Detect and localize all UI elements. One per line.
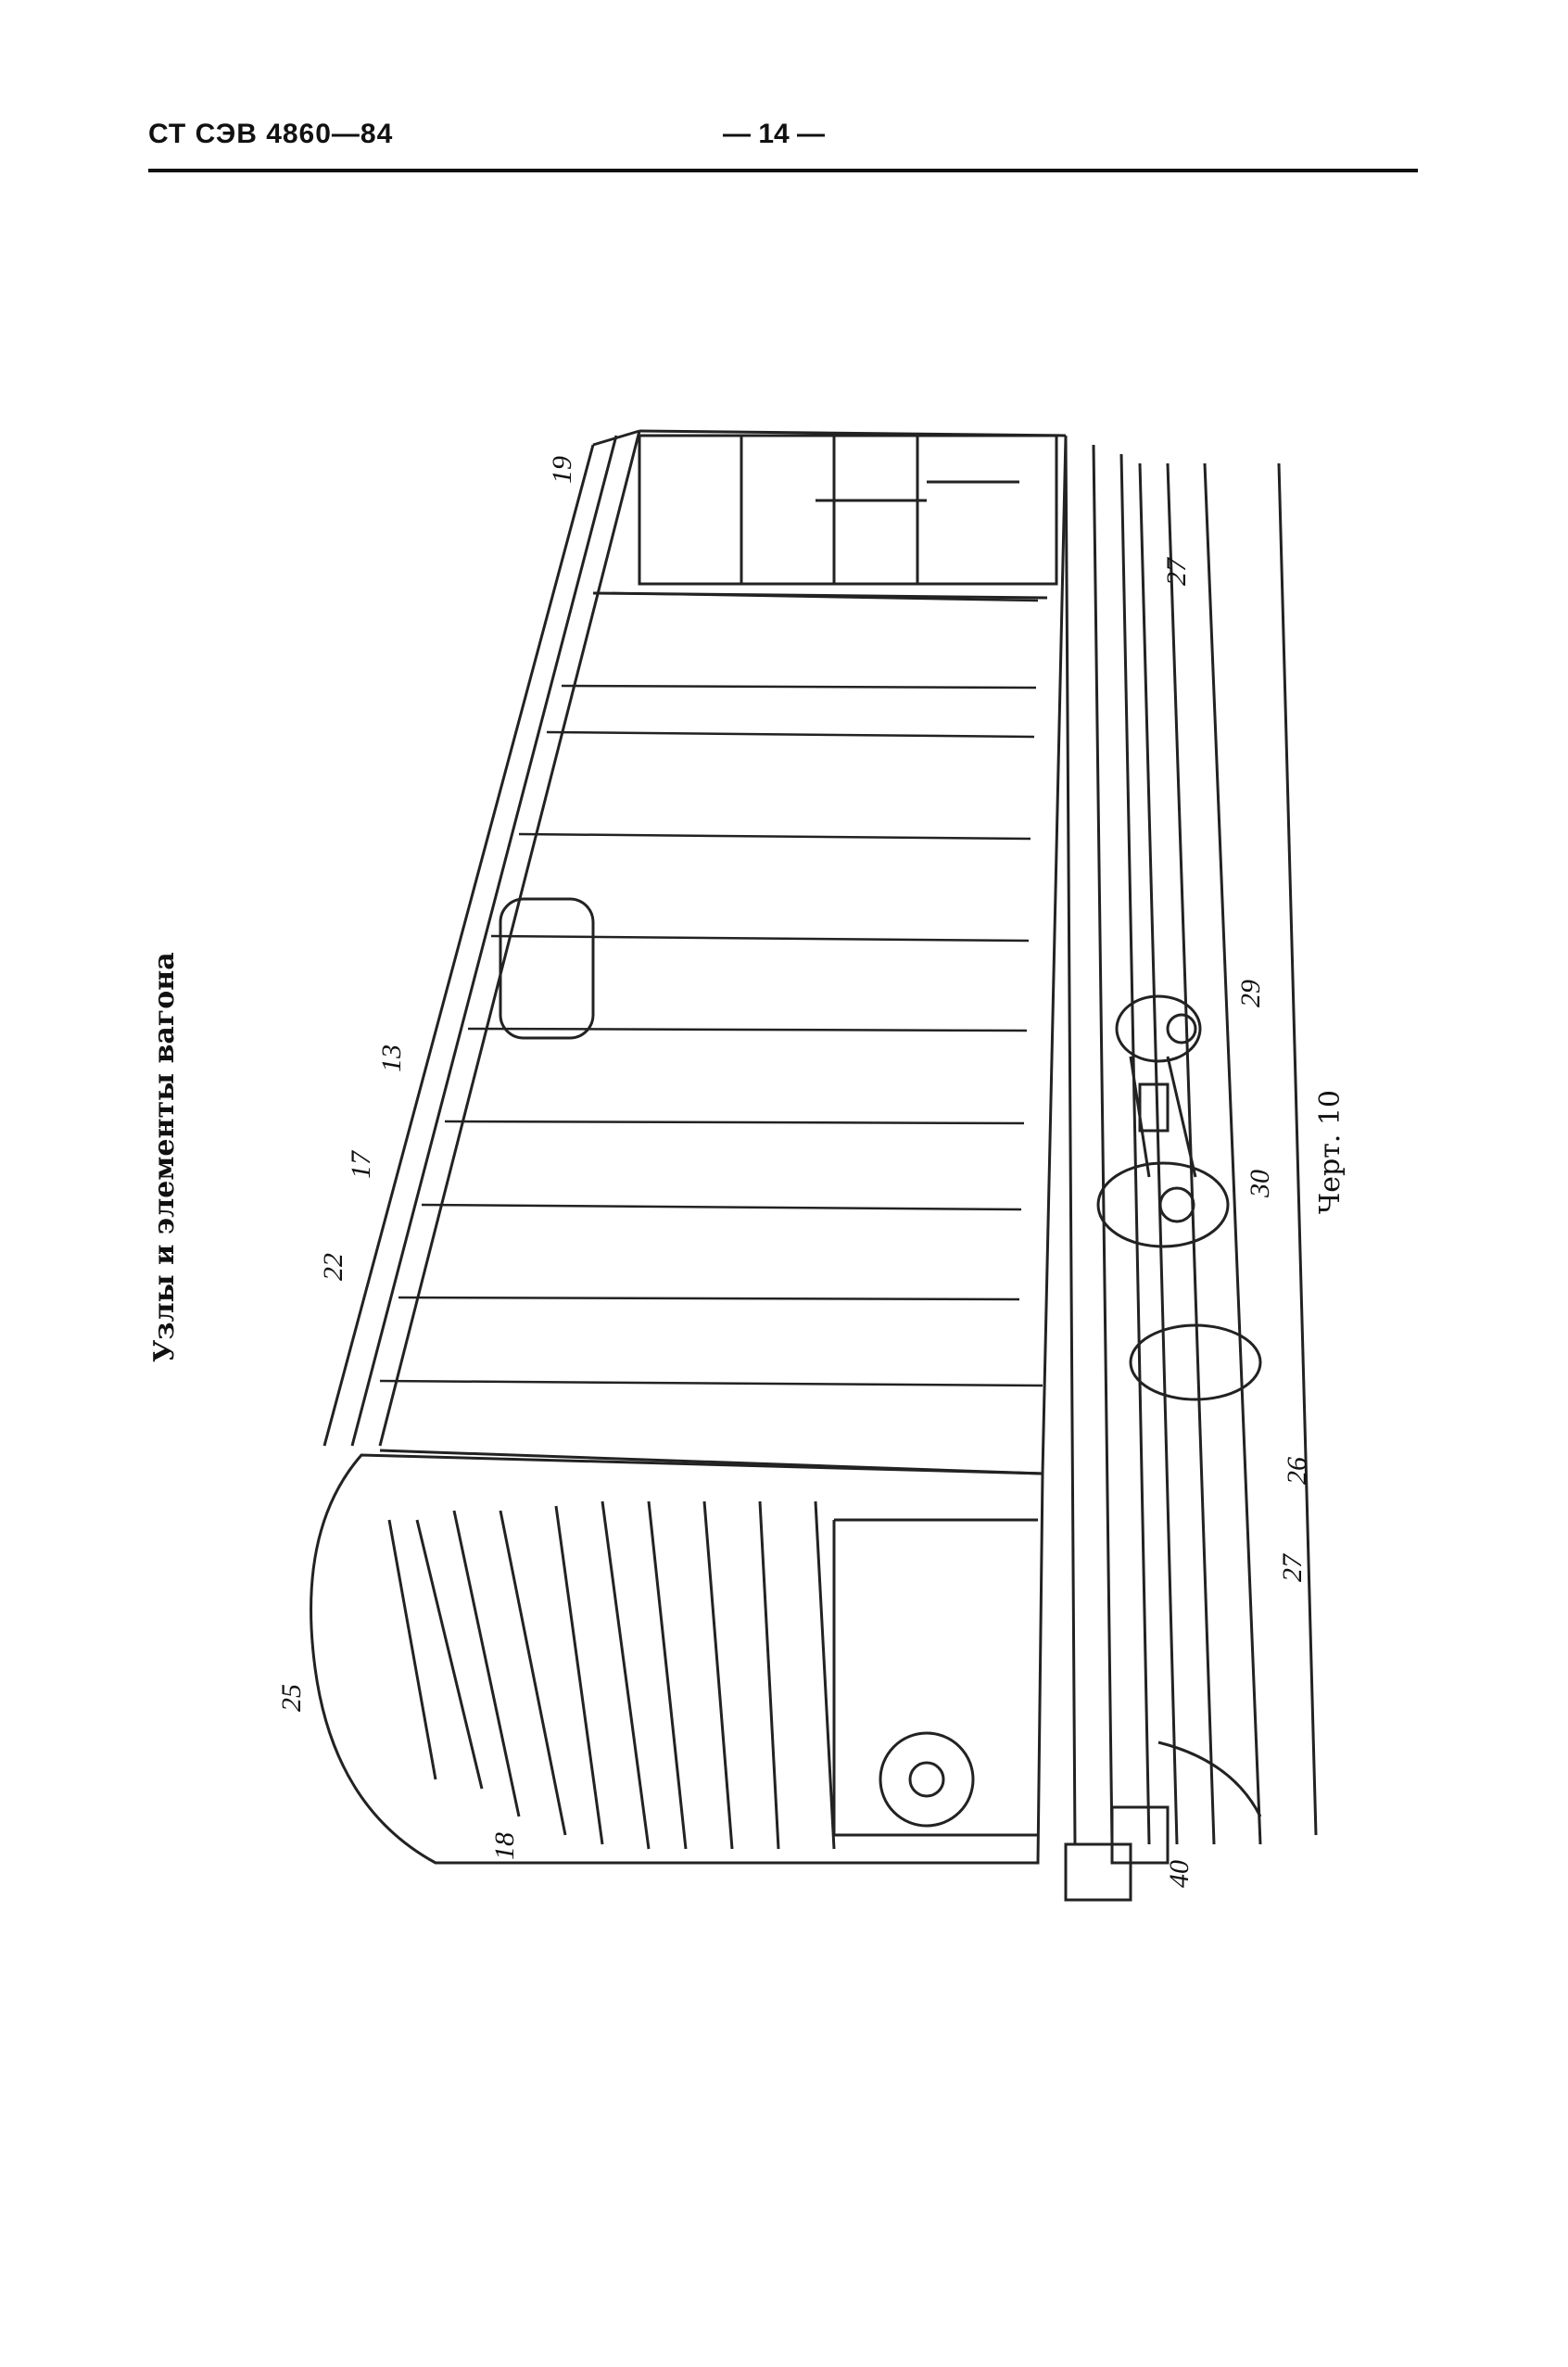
- roof-lines: [322, 429, 641, 1447]
- side-wall-outline: [379, 429, 1068, 1475]
- callout-22: 22: [318, 1253, 348, 1281]
- callout-19: 19: [547, 456, 577, 484]
- callout-27-bottom: 27: [1277, 1554, 1308, 1582]
- page-number: — 14 —: [723, 119, 826, 149]
- callout-27-top: 27: [1161, 558, 1192, 586]
- callout-18: 18: [489, 1832, 520, 1860]
- callout-40: 40: [1164, 1860, 1195, 1888]
- side-wall-corrugations: [379, 591, 1043, 1387]
- bogie: [1096, 994, 1262, 1401]
- callout-26: 26: [1282, 1457, 1312, 1485]
- header-divider: [148, 169, 1418, 172]
- standard-designation: СТ СЭВ 4860—84: [148, 119, 394, 149]
- end-section-right: [638, 434, 1058, 586]
- underframe: [1064, 435, 1318, 1845]
- callout-13: 13: [376, 1044, 407, 1072]
- coupler: [1064, 1740, 1262, 1902]
- callout-30: 30: [1245, 1170, 1275, 1197]
- roof-hatch: [499, 897, 595, 1040]
- end-wall-left: [310, 1453, 1044, 1865]
- callout-17: 17: [346, 1151, 376, 1179]
- callout-29: 29: [1235, 980, 1266, 1007]
- callout-25: 25: [276, 1684, 307, 1712]
